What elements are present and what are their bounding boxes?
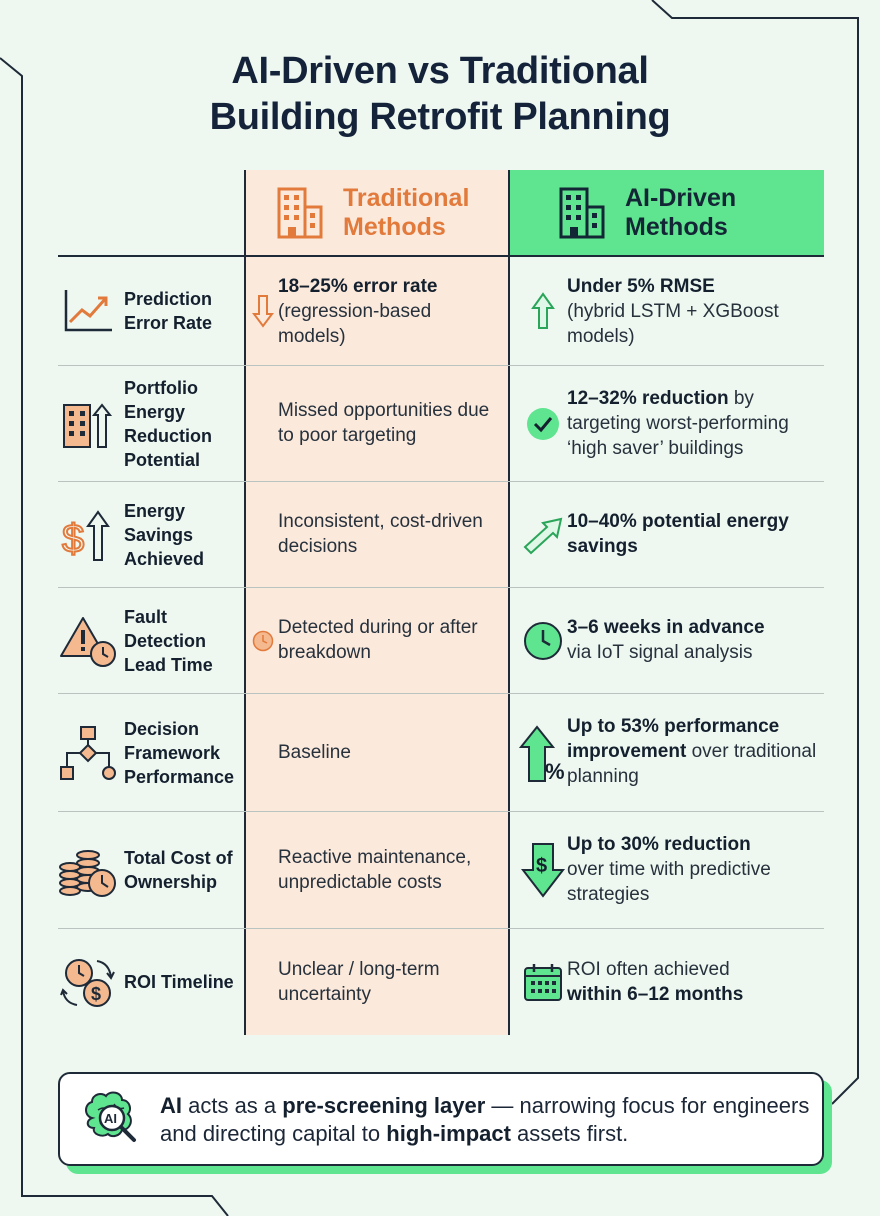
svg-text:$: $: [91, 984, 101, 1004]
comparison-table: Traditional Methods AI-Driven Methods: [58, 170, 824, 1035]
svg-text:%: %: [545, 759, 565, 783]
ai-value: over time with predictive strategies: [567, 859, 771, 905]
trad-value: (regression-based models): [278, 301, 432, 347]
ai-brain-icon: AI: [85, 1091, 136, 1142]
metric-label: Total Cost of Ownership: [124, 848, 233, 892]
row-divider: [58, 481, 824, 482]
trad-value: Baseline: [278, 742, 351, 763]
traditional-header-line-1: Traditional: [343, 184, 470, 212]
metric-label: Portfolio Energy Reduction Potential: [124, 377, 212, 470]
callout-bold: AI: [160, 1093, 182, 1118]
metric-label: Decision Framework Performance: [124, 718, 235, 787]
flowchart-icon: [58, 725, 118, 781]
ai-badge-text: AI: [104, 1111, 117, 1126]
row-divider: [58, 928, 824, 929]
traditional-header-line-2: Methods: [343, 213, 446, 241]
arrow-down-icon: [251, 291, 275, 331]
table-row: Fault Detection Lead Time Detected durin…: [58, 588, 824, 693]
table-row: $ ROI Timeline Unclear / long-term uncer…: [58, 929, 824, 1035]
ai-value-bold: Under 5% RMSE: [567, 276, 715, 297]
warning-clock-icon: [58, 613, 118, 669]
row-divider: [58, 693, 824, 694]
table-row: Total Cost of Ownership Reactive mainten…: [58, 812, 824, 928]
ai-header-line-1: AI-Driven: [625, 184, 737, 212]
ai-value-bold: 10–40% potential energy savings: [567, 511, 789, 557]
ai-value-bold: Up to 30% reduction: [567, 834, 751, 855]
page-title: AI-Driven vs Traditional Building Retrof…: [0, 48, 880, 140]
ai-value-bold: within 6–12 months: [567, 984, 744, 1005]
ai-value: via IoT signal analysis: [567, 642, 753, 663]
ai-value: over traditional planning: [567, 741, 817, 787]
callout-bold: high-impact: [386, 1121, 511, 1146]
calendar-icon: [519, 958, 567, 1006]
building-growth-icon: [58, 396, 118, 452]
callout-text: AI acts as a pre-screening layer — narro…: [160, 1092, 810, 1148]
traditional-header: Traditional Methods: [273, 170, 469, 256]
diagonal-arrow-icon: [519, 511, 567, 559]
callout-bold: pre-screening layer: [282, 1093, 486, 1118]
trad-value: Detected during or after breakdown: [278, 617, 478, 663]
traditional-column-bg: [245, 170, 509, 1035]
title-line-2: Building Retrofit Planning: [209, 96, 671, 138]
trend-chart-icon: [58, 283, 118, 339]
check-circle-icon: [519, 400, 567, 448]
metric-label: Prediction Error Rate: [124, 289, 213, 333]
callout-text-part: acts as a: [182, 1093, 283, 1118]
title-line-1: AI-Driven vs Traditional: [231, 50, 649, 92]
clock-icon: [519, 617, 567, 665]
building-icon: [559, 187, 605, 239]
metric-label: ROI Timeline: [124, 972, 234, 992]
callout-text-part: assets first.: [510, 1121, 629, 1146]
metric-label: Energy Savings Achieved: [124, 500, 205, 569]
ai-value-bold: 12–32% reduction: [567, 388, 729, 409]
table-row: Portfolio Energy Reduction Potential Mis…: [58, 366, 824, 481]
trad-value-bold: 18–25% error rate: [278, 276, 438, 297]
time-money-cycle-icon: $: [58, 954, 118, 1010]
table-row: Decision Framework Performance Baseline …: [58, 694, 824, 811]
trad-value: Missed opportunities due to poor targeti…: [278, 400, 490, 446]
header-divider: [58, 255, 824, 257]
summary-callout: AI AI acts as a pre-screening layer — na…: [58, 1072, 824, 1166]
coins-clock-icon: [58, 842, 118, 898]
ai-header: AI-Driven Methods: [555, 170, 736, 256]
column-divider: [508, 170, 510, 1035]
ai-value-bold: Up to 53% performance improvement: [567, 716, 780, 762]
dollar-down-icon: $: [519, 843, 567, 898]
trad-value: Unclear / long-term uncertainty: [278, 959, 440, 1005]
dollar-up-icon: $: [58, 507, 118, 563]
ai-value: (hybrid LSTM + XGBoost models): [567, 301, 779, 347]
trad-value: Inconsistent, cost-driven decisions: [278, 511, 483, 557]
table-row: $ Energy Savings Achieved Inconsistent, …: [58, 482, 824, 587]
clock-icon: [251, 621, 275, 661]
ai-value-bold: 3–6 weeks in advance: [567, 617, 765, 638]
percent-up-icon: %: [519, 724, 567, 783]
trad-value: Reactive maintenance, unpredictable cost…: [278, 847, 472, 893]
table-row: Prediction Error Rate 18–25% error rate (…: [58, 257, 824, 365]
arrow-up-icon: [519, 287, 567, 335]
svg-text:$: $: [62, 517, 84, 561]
column-divider: [244, 170, 246, 1035]
metric-label: Fault Detection Lead Time: [124, 606, 213, 675]
building-icon: [277, 187, 323, 239]
ai-value: by targeting worst-performing ‘high save…: [567, 388, 789, 459]
row-divider: [58, 811, 824, 812]
callout-text-part: — narrowing focus for engineers and dire…: [160, 1093, 810, 1146]
svg-text:$: $: [536, 855, 547, 877]
row-divider: [58, 365, 824, 366]
ai-header-line-2: Methods: [625, 213, 728, 241]
ai-value: ROI often achieved: [567, 959, 730, 980]
row-divider: [58, 587, 824, 588]
